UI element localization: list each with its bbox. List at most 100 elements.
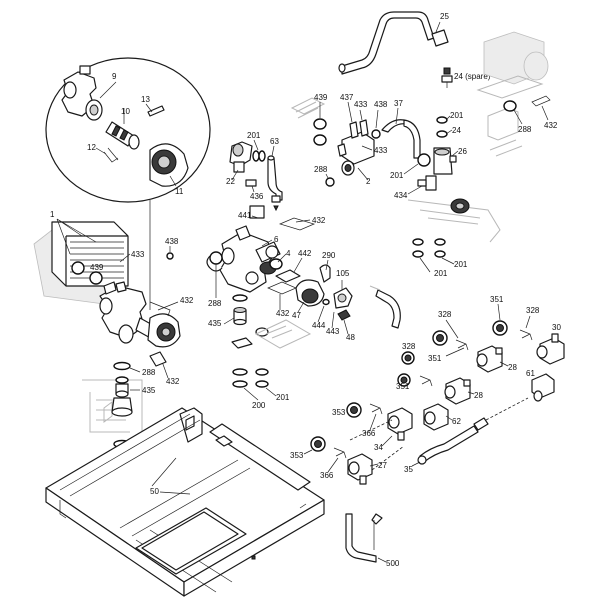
callout-201f: 201	[454, 260, 468, 269]
callout-439b: 439	[314, 93, 328, 102]
clip-432d	[267, 281, 297, 295]
callout-201b: 201	[276, 393, 290, 402]
wiring-harness: 500	[345, 513, 400, 568]
callout-432e: 432	[544, 121, 558, 130]
callout-366b: 366	[320, 471, 334, 480]
mid-right-washers: 201 201	[412, 238, 468, 278]
callout-48: 48	[346, 333, 355, 342]
callout-27: 27	[378, 461, 387, 470]
callout-435a: 435	[208, 319, 222, 328]
seal-288a	[209, 251, 223, 265]
callout-201e: 201	[434, 269, 448, 278]
callout-30: 30	[552, 323, 561, 332]
callout-288a: 288	[208, 299, 222, 308]
callout-444: 444	[312, 321, 326, 330]
pressure-relief-valve: 22 201 436	[226, 131, 266, 201]
actuator-head	[149, 143, 189, 187]
callout-37: 37	[394, 99, 403, 108]
callout-34: 34	[374, 443, 383, 452]
callout-200: 200	[252, 401, 266, 410]
callout-439a: 439	[90, 263, 104, 272]
callout-437: 437	[340, 93, 354, 102]
callout-4: 4	[286, 249, 291, 258]
central-manifold: 6 441	[206, 205, 281, 293]
callout-351c: 351	[396, 382, 410, 391]
ghost-bracket-center	[254, 319, 312, 349]
callout-63: 63	[270, 137, 279, 146]
callout-433a: 433	[131, 250, 145, 259]
callout-438b: 438	[374, 100, 388, 109]
callout-22: 22	[226, 177, 235, 186]
callout-432b: 432	[166, 377, 180, 386]
callout-24-spare: 24 (spare)	[454, 72, 491, 81]
callout-62: 62	[452, 417, 461, 426]
washer-288b	[113, 361, 131, 371]
callout-432c: 432	[312, 216, 326, 225]
diverter-valve-assembly: 432 432	[99, 281, 194, 386]
callout-328c: 328	[402, 342, 416, 351]
connector-4: 4	[259, 249, 291, 275]
callout-500: 500	[386, 559, 400, 568]
diverter-valve-body	[61, 65, 103, 121]
bypass-assembly: 439 437 433 438 37 433 2	[290, 93, 421, 186]
callout-436: 436	[250, 192, 264, 201]
callout-47: 47	[292, 311, 301, 320]
flexible-hose	[375, 289, 401, 329]
ghost-bracket-right	[407, 198, 501, 243]
callout-26: 26	[458, 147, 467, 156]
washer-438a	[166, 252, 174, 260]
seal-442: 442	[275, 249, 312, 283]
callout-13: 13	[141, 95, 150, 104]
pipe-63: 63	[267, 137, 283, 212]
base-tray: 50	[45, 407, 325, 597]
callout-10: 10	[121, 107, 130, 116]
callout-441: 441	[238, 211, 252, 220]
callout-25: 25	[440, 12, 449, 21]
callout-50: 50	[150, 487, 159, 496]
center-fittings-stack: 435 200 201	[208, 294, 290, 410]
callout-328b: 328	[438, 310, 452, 319]
callout-290: 290	[322, 251, 336, 260]
callout-61: 61	[526, 369, 535, 378]
callout-201d: 201	[390, 171, 404, 180]
callout-353a: 353	[332, 408, 346, 417]
callout-2: 2	[366, 177, 371, 186]
callout-435b: 435	[142, 386, 156, 395]
clip-13	[147, 105, 165, 117]
callout-351b: 351	[428, 354, 442, 363]
callout-288d: 288	[518, 125, 532, 134]
clip-12	[103, 147, 119, 163]
top-right-fittings: 24 (spare) 201 24 26 201 434	[390, 67, 491, 200]
callout-105: 105	[336, 269, 350, 278]
callout-201a: 201	[247, 131, 261, 140]
callout-433b: 433	[354, 100, 368, 109]
spindle-cartridge	[105, 121, 140, 150]
callout-351a: 351	[490, 295, 504, 304]
callout-6: 6	[274, 235, 279, 244]
callout-35: 35	[404, 465, 413, 474]
callout-432d: 432	[276, 309, 290, 318]
callout-353b: 353	[290, 451, 304, 460]
callout-1: 1	[50, 210, 55, 219]
callout-366a: 366	[362, 429, 376, 438]
callout-328a: 328	[526, 306, 540, 315]
callout-433c: 433	[374, 146, 388, 155]
callout-438a: 438	[165, 237, 179, 246]
ghost-pump: 432 288	[476, 31, 558, 157]
plate-heat-exchanger: 1 439 433	[33, 210, 145, 305]
detail-inset: 9 10 13 12 11	[45, 57, 211, 310]
callout-442: 442	[298, 249, 312, 258]
callout-9: 9	[112, 72, 117, 81]
callout-432a: 432	[180, 296, 194, 305]
callout-11: 11	[175, 187, 184, 196]
seal-288c	[325, 177, 335, 187]
callout-443: 443	[326, 327, 340, 336]
callout-288c: 288	[314, 165, 328, 174]
callout-201c: 201	[450, 111, 464, 120]
pipe-25: 25	[338, 11, 449, 75]
callout-28a: 28	[508, 363, 517, 372]
callout-288b: 288	[142, 368, 156, 377]
callout-434: 434	[394, 191, 408, 200]
clip-432c	[278, 217, 316, 231]
